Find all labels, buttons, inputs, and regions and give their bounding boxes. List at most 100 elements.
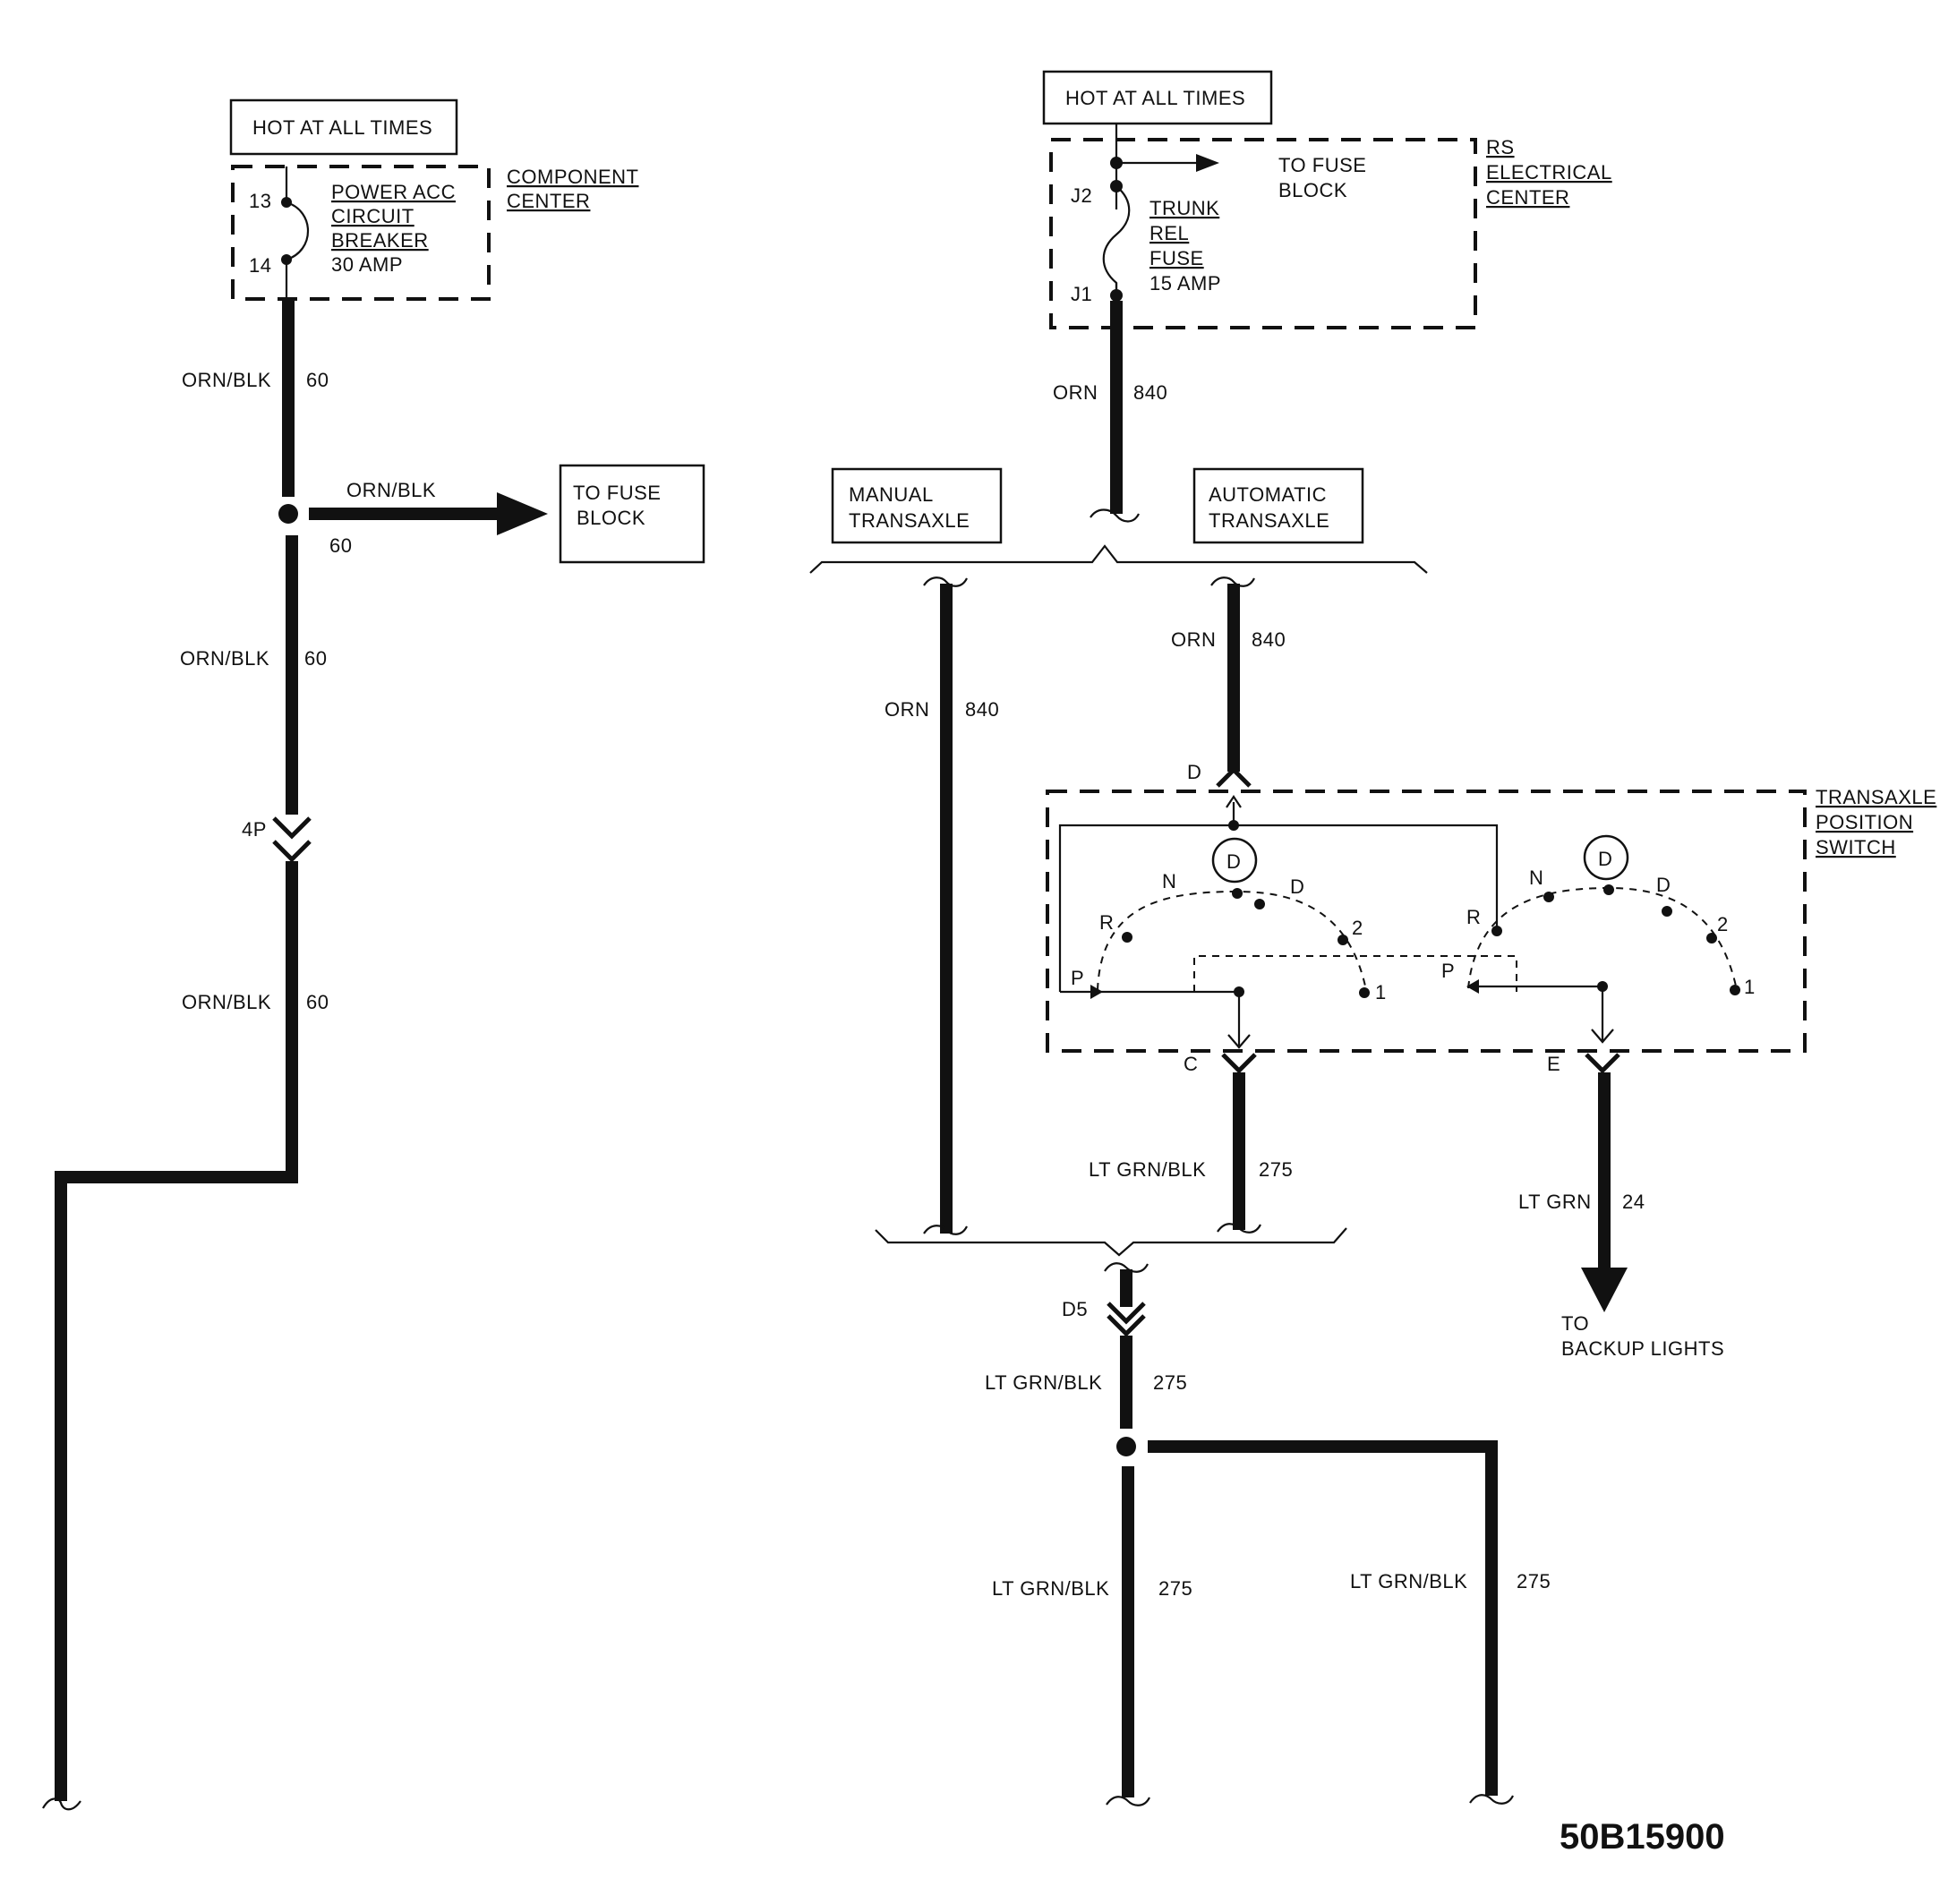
switch-pos-1-left [1359,987,1370,998]
switch-p-circuit-right [1468,985,1604,1040]
circuit-number-label: 275 [1153,1371,1187,1394]
switch-feed-arrow [1226,795,1242,808]
switch-label-d: D [1656,874,1671,896]
transaxle-label: TRANSAXLE [1209,509,1329,532]
wire-color-label: ORN [1171,628,1216,651]
wire-color-label: ORN [885,698,929,721]
wire-orn-blk-60-c [55,861,298,1801]
wire-color-label: ORN/BLK [182,369,271,391]
circuit-number-label: 60 [304,647,327,670]
circuit-number-label: 24 [1622,1191,1645,1213]
circuit-number-label: 275 [1517,1570,1551,1592]
fuse-rating-label: 15 AMP [1149,272,1221,295]
backup-lights-label: BACKUP LIGHTS [1561,1337,1724,1360]
arrow-to-fuse-block [497,492,548,535]
to-fuse-label: TO FUSE [1278,154,1366,176]
wire-break-symbol [42,1797,81,1811]
connector-4p [272,816,312,863]
wire-break-symbol [1104,1262,1149,1273]
automatic-label: AUTOMATIC [1209,483,1327,506]
hot-at-all-times-box-left [229,98,458,156]
switch-label-d: D [1290,875,1304,898]
wire-break-symbol [1090,508,1140,523]
j2-label: J2 [1071,184,1092,207]
wire-break-symbol [1469,1794,1514,1805]
wire-break-symbol [1217,1223,1261,1234]
switch-pos-r-right [1491,926,1502,936]
component-center-enclosure [231,165,491,301]
to-label: TO [1561,1312,1589,1335]
block-label: BLOCK [1278,179,1347,201]
automatic-transaxle-box [1192,467,1364,544]
connector-d5-label: D5 [1062,1298,1088,1320]
switch-arc-left [1097,890,1367,991]
wire-color-label: ORN [1053,381,1098,404]
rel-label: REL [1149,222,1189,244]
switch-arm-right [1466,979,1479,994]
switch-label-p: P [1441,960,1455,982]
diagram-id: 50B15900 [1560,1817,1725,1857]
electrical-label: ELECTRICAL [1486,161,1612,184]
transaxle-label: TRANSAXLE [1816,786,1936,808]
splice-dot-left [278,504,298,524]
to-fuse-block-box-left [559,464,705,564]
center-label: CENTER [1486,186,1569,209]
wire-color-label: LT GRN [1518,1191,1592,1213]
option-brace-top [809,544,1428,574]
arrow-to-backup-lights [1581,1268,1628,1312]
switch-label-1: 1 [1375,981,1387,1003]
transaxle-label: TRANSAXLE [849,509,970,532]
j1-label: J1 [1071,283,1092,305]
j1-dot [1110,289,1123,302]
right-circuit: HOT AT ALL TIMES RS ELECTRICAL CENTER TO… [809,70,1936,1806]
switch-label-2: 2 [1717,913,1729,935]
left-circuit: HOT AT ALL TIMES 13 14 POWER ACC CIRCUIT… [42,98,705,1811]
switch-out-arrow-right [1591,1029,1614,1044]
splice-dot-right [1116,1437,1136,1456]
connector-c-label: C [1184,1053,1198,1075]
switch-contact-label: D [1598,848,1612,870]
switch-pos-d2-right [1662,906,1672,917]
arrow-to-fuse-block-right [1196,154,1219,172]
fuse-label: FUSE [1149,247,1204,269]
rs-electrical-center-enclosure [1049,138,1477,329]
manual-transaxle-box [831,467,1003,544]
to-fuse-label: TO FUSE [573,482,661,504]
wire-break-symbol [923,576,968,587]
switch-out-arrow-left [1227,1034,1251,1049]
switch-arc-right [1467,886,1738,991]
breaker-label: BREAKER [331,229,429,252]
block-label: BLOCK [577,507,645,529]
switch-label-p: P [1071,967,1084,989]
position-label: POSITION [1816,811,1913,833]
switch-pos-n-right [1543,892,1554,902]
trunk-rel-fuse-symbol [1102,185,1131,295]
switch-pos-d-left [1254,899,1265,909]
wire-color-label: LT GRN/BLK [992,1577,1109,1600]
rs-label: RS [1486,136,1515,158]
switch-label-r: R [1099,911,1114,934]
circuit-label: CIRCUIT [331,205,414,227]
terminal-14-label: 14 [249,254,271,277]
circuit-number-label: 275 [1158,1577,1192,1600]
wire-color-label: LT GRN/BLK [985,1371,1102,1394]
wire-lt-grn-blk-275-d [1148,1440,1498,1796]
circuit-breaker-symbol [286,201,309,261]
option-brace-bottom [875,1227,1347,1257]
switch-label-2: 2 [1352,917,1363,939]
circuit-number-label: 840 [1252,628,1286,651]
switch-contact-left [1211,837,1258,884]
connector-d5 [1107,1302,1146,1337]
connector-4p-label: 4P [242,818,267,841]
switch-contact-label: D [1226,850,1241,873]
wire-color-label: LT GRN/BLK [1089,1158,1206,1181]
wire-break-symbol [1210,576,1255,587]
switch-pos-2-right [1706,933,1717,943]
circuit-number-label: 60 [329,534,352,557]
circuit-number-label: 60 [306,991,329,1013]
wire-color-label: ORN/BLK [180,647,269,670]
component-label: COMPONENT [507,166,639,188]
circuit-number-label: 840 [965,698,999,721]
switch-pos-r-left [1122,932,1132,943]
